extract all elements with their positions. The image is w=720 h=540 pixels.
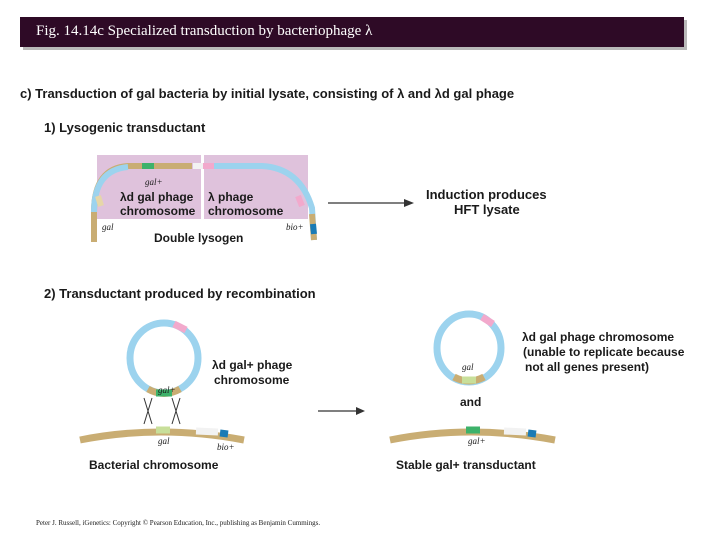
bio-gene-on-chromosome [219, 429, 229, 438]
stable-transductant-label: Stable gal+ transductant [396, 458, 536, 472]
double-lysogen-label: Double lysogen [154, 231, 244, 245]
lambda-phage-label-1: λ phage [208, 190, 254, 204]
result-phage-label-1: λd gal phage chromosome [522, 330, 675, 344]
pink-marker-right [295, 194, 305, 208]
att-site-stable [503, 427, 527, 436]
and-label: and [460, 395, 482, 409]
part-c-heading: c) Transduction of gal bacteria by initi… [20, 86, 515, 101]
result-gal-plus-label: gal+ [468, 436, 486, 446]
title-bar: Fig. 14.14c Specialized transduction by … [20, 17, 684, 47]
induction-label-2: HFT lysate [454, 202, 520, 217]
bio-plus-label-2: bio+ [217, 442, 235, 452]
induction-label-1: Induction produces [426, 187, 547, 202]
bio-gene-stable [527, 429, 537, 438]
result-phage-label-2: (unable to replicate because [523, 345, 685, 359]
crossover-line-4 [171, 397, 181, 425]
lambda-d-gal-label-1: λd gal phage [120, 190, 194, 204]
crossover-line-2 [143, 397, 153, 425]
pink-marker-circle [172, 320, 188, 334]
bacterial-chromosome-label: Bacterial chromosome [89, 458, 219, 472]
gal-plus-label-1: gal+ [145, 177, 163, 187]
arrow-induction-head [404, 199, 414, 207]
gal-label-1: gal [102, 222, 114, 232]
lambda-phage-label-2: chromosome [208, 204, 284, 218]
gal-gene-marker [95, 195, 104, 207]
bio-plus-label-1: bio+ [286, 222, 304, 232]
bio-gene-marker [310, 223, 317, 235]
phage-gal-plus-label-1: λd gal+ phage [212, 358, 293, 372]
gal-plus-label-2: gal+ [158, 385, 176, 395]
figure-title: Fig. 14.14c Specialized transduction by … [36, 23, 373, 39]
copyright-credit: Peter J. Russell, iGenetics: Copyright ©… [36, 519, 321, 527]
gal-label-2: gal [158, 436, 170, 446]
lambda-d-gal-dna [91, 164, 129, 213]
step2-heading: 2) Transductant produced by recombinatio… [44, 286, 316, 301]
result-gal-label: gal [462, 362, 474, 372]
result-pink-marker [480, 314, 495, 327]
lambda-phage-dna [214, 163, 317, 241]
result-phage-label-3: not all genes present) [525, 360, 650, 374]
phage-gal-plus-label-2: chromosome [214, 373, 290, 387]
lambda-d-gal-plus-circle [126, 319, 202, 397]
att-site-chromosome [195, 427, 219, 436]
step1-heading: 1) Lysogenic transductant [44, 120, 206, 135]
arrow-recombination-head [356, 407, 365, 415]
lambda-d-gal-label-2: chromosome [120, 204, 196, 218]
